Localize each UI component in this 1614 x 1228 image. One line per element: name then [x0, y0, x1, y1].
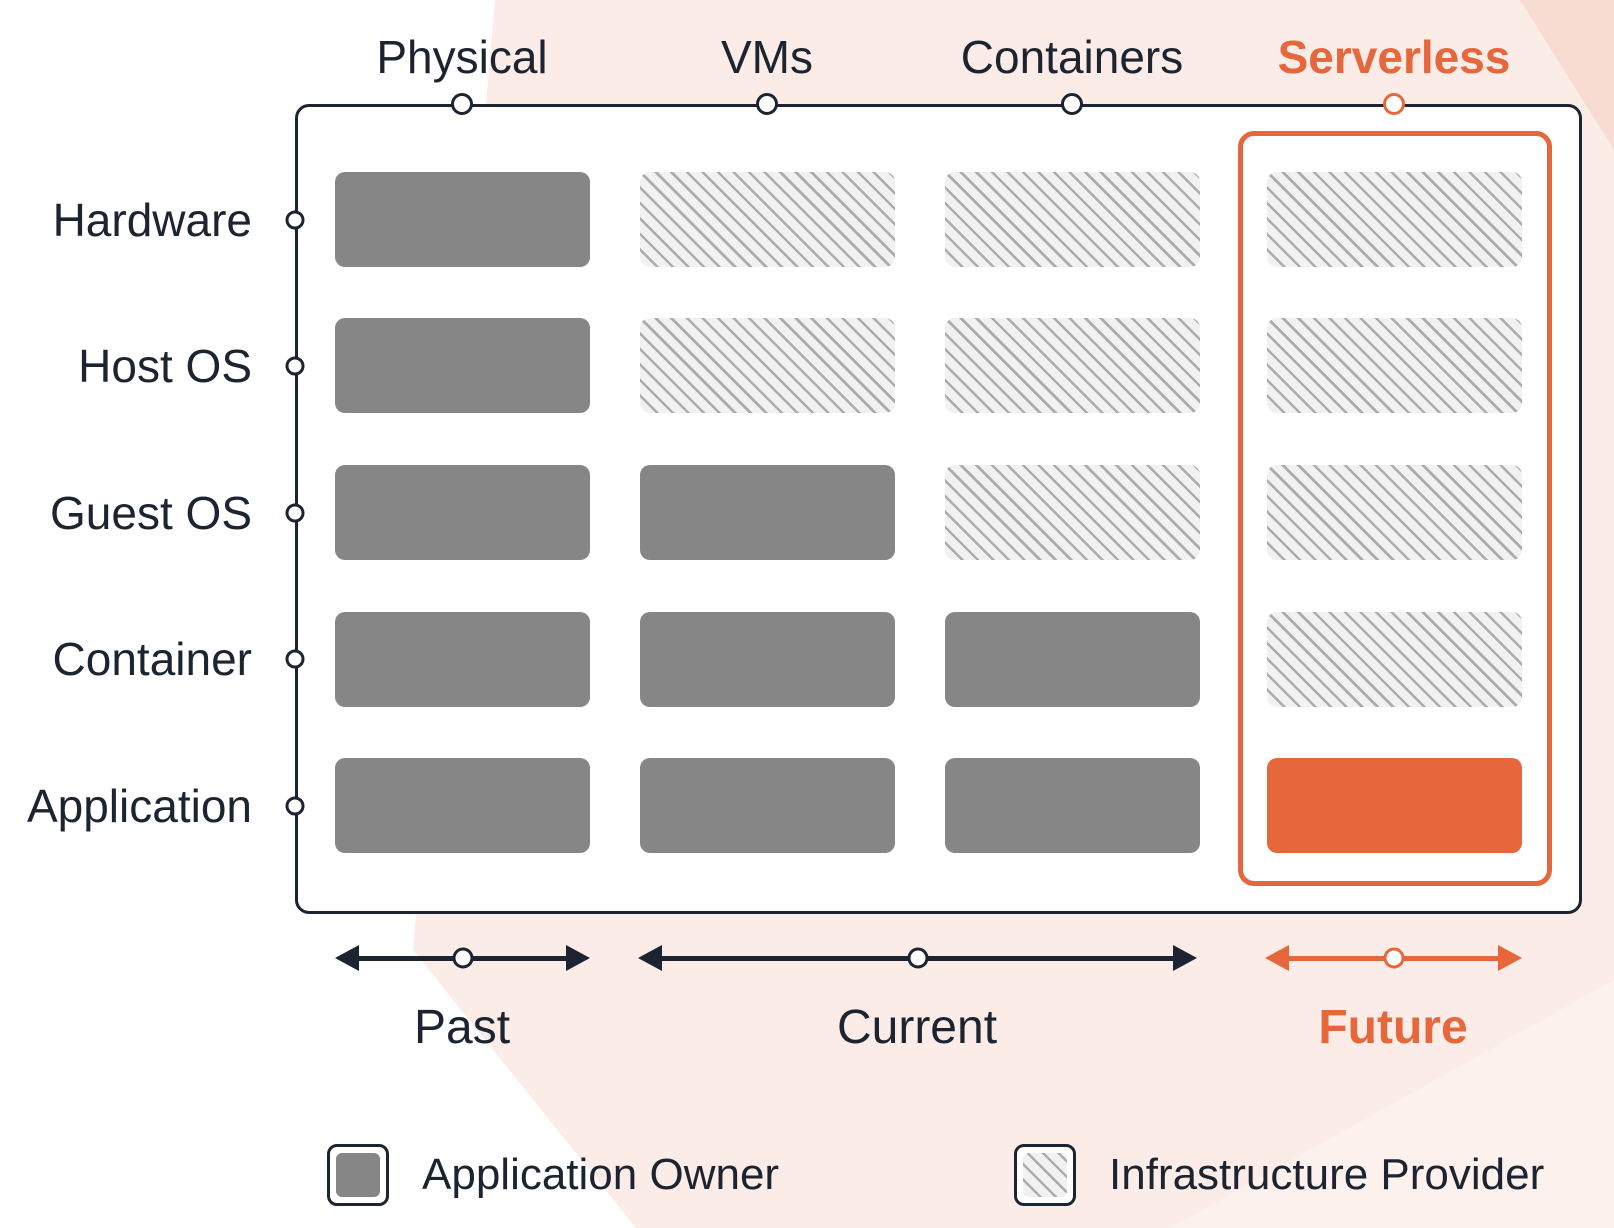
- cell-serverless-application: [1267, 758, 1522, 853]
- arrow-head-left: [1265, 945, 1289, 971]
- row-label-guest-os: Guest OS: [50, 487, 252, 539]
- legend-label-application-owner: Application Owner: [422, 1150, 780, 1199]
- timeline-label-future: Future: [1318, 1001, 1468, 1054]
- arrow-midpoint-dot: [1383, 947, 1404, 969]
- column-header-containers: Containers: [960, 31, 1184, 83]
- legend-label-infrastructure-provider: Infrastructure Provider: [1109, 1150, 1545, 1199]
- cell-serverless-hardware: [1267, 172, 1522, 267]
- legend-swatch-application-owner: [336, 1153, 380, 1197]
- row-marker-dot-host-os: [285, 356, 305, 376]
- cell-physical-application: [335, 758, 590, 853]
- cell-vms-application: [640, 758, 895, 853]
- future-arrow: [1265, 945, 1522, 971]
- row-marker-dot-hardware: [285, 210, 305, 230]
- legend-swatch-frame: [327, 1144, 389, 1206]
- arrow-head-left: [335, 945, 359, 971]
- legend-item-application-owner: Application Owner: [327, 1144, 779, 1206]
- column-header-serverless: Serverless: [1277, 31, 1511, 83]
- column-header-physical: Physical: [376, 31, 548, 83]
- timeline-label-current: Current: [836, 1001, 998, 1054]
- column-marker-dot-containers: [1061, 93, 1083, 115]
- legend-swatch-infrastructure-provider: [1023, 1153, 1067, 1197]
- cell-containers-hardware: [945, 172, 1200, 267]
- row-label-container: Container: [52, 633, 252, 685]
- row-marker-dot-application: [285, 796, 305, 816]
- cell-vms-container: [640, 612, 895, 707]
- past-arrow: [335, 945, 590, 971]
- row-marker-dot-guest-os: [285, 503, 305, 523]
- legend-swatch-frame: [1014, 1144, 1076, 1206]
- cell-physical-host-os: [335, 318, 590, 413]
- cell-containers-application: [945, 758, 1200, 853]
- row-label-host-os: Host OS: [78, 340, 252, 392]
- arrow-midpoint-dot: [452, 947, 473, 969]
- cell-serverless-container: [1267, 612, 1522, 707]
- cell-containers-guest-os: [945, 465, 1200, 560]
- row-marker-dot-container: [285, 649, 305, 669]
- cell-serverless-host-os: [1267, 318, 1522, 413]
- timeline-label-past: Past: [413, 1001, 511, 1054]
- column-header-vms: VMs: [721, 31, 813, 83]
- cell-physical-guest-os: [335, 465, 590, 560]
- current-arrow: [638, 945, 1197, 971]
- serverless-highlight-outline: [1238, 131, 1552, 886]
- arrow-head-right: [1498, 945, 1522, 971]
- cell-containers-host-os: [945, 318, 1200, 413]
- arrow-midpoint-dot: [907, 947, 928, 969]
- cell-vms-host-os: [640, 318, 895, 413]
- arrow-head-right: [566, 945, 590, 971]
- arrow-head-right: [1173, 945, 1197, 971]
- row-label-application: Application: [26, 780, 252, 832]
- arrow-head-left: [638, 945, 662, 971]
- column-marker-dot-serverless: [1383, 93, 1405, 115]
- cell-vms-guest-os: [640, 465, 895, 560]
- cell-serverless-guest-os: [1267, 465, 1522, 560]
- column-marker-dot-physical: [451, 93, 473, 115]
- legend-item-infrastructure-provider: Infrastructure Provider: [1014, 1144, 1544, 1206]
- cell-containers-container: [945, 612, 1200, 707]
- column-marker-dot-vms: [756, 93, 778, 115]
- cell-vms-hardware: [640, 172, 895, 267]
- cell-physical-container: [335, 612, 590, 707]
- row-label-hardware: Hardware: [52, 194, 252, 246]
- cell-physical-hardware: [335, 172, 590, 267]
